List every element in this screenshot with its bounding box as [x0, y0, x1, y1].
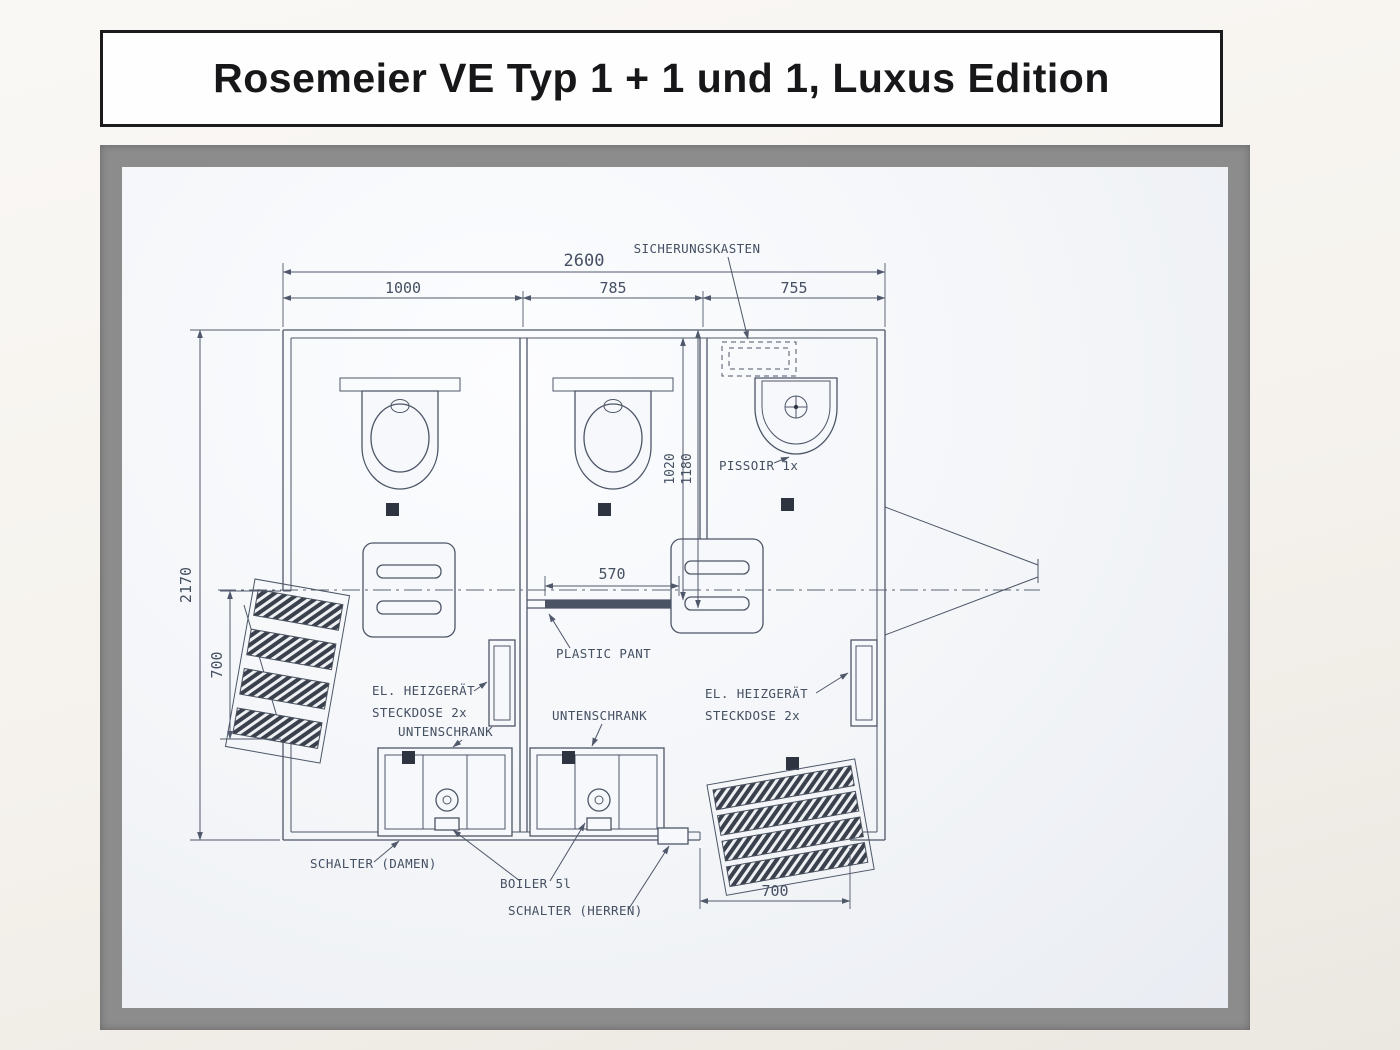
dim-total-depth: 2170: [177, 567, 195, 603]
drawing-frame: 2600 1000 785 755 2170 700 570 1020: [100, 145, 1250, 1030]
wall-heater-left: [488, 639, 516, 727]
label-fuse-box: SICHERUNGSKASTEN: [634, 241, 761, 256]
entry-steps-bottom: [706, 758, 875, 896]
urinal: [754, 377, 838, 455]
sliding-door-panel: [545, 600, 679, 608]
label-cabinet-mid: UNTENSCHRANK: [552, 708, 647, 723]
dim-room3-width: 755: [780, 279, 807, 297]
label-heater-right-1: EL. HEIZGERÄT: [705, 686, 808, 701]
toilet-room2: [552, 377, 674, 490]
dim-inner-depth-b: 1180: [680, 453, 695, 484]
label-boiler: BOILER 5l: [500, 876, 571, 891]
drawing-paper: 2600 1000 785 755 2170 700 570 1020: [122, 167, 1228, 1008]
dim-inner-depth-a: 1020: [663, 453, 678, 484]
floor-plan: 2600 1000 785 755 2170 700 570 1020: [177, 241, 1040, 918]
label-switch-ladies: SCHALTER (DAMEN): [310, 856, 437, 871]
dim-left-door: 700: [208, 651, 226, 678]
toilet-room1: [339, 377, 461, 490]
label-switch-men: SCHALTER (HERREN): [508, 903, 643, 918]
entry-threshold: [657, 827, 689, 845]
drawing-title: Rosemeier VE Typ 1 + 1 und 1, Luxus Edit…: [213, 55, 1110, 101]
dim-bottom-door: 700: [761, 882, 788, 900]
label-urinal: PISSOIR 1x: [719, 458, 798, 473]
label-heater-left-1: EL. HEIZGERÄT: [372, 683, 475, 698]
dim-room1-width: 1000: [385, 279, 421, 297]
dim-total-width: 2600: [564, 251, 605, 271]
label-heater-left-2: STECKDOSE 2x: [372, 705, 467, 720]
fuse-box: [721, 341, 797, 377]
wall-heater-right: [850, 639, 878, 727]
cabinet-room1: [377, 747, 513, 837]
cabinet-room2: [529, 747, 665, 837]
trailer-drawbar: [884, 506, 1039, 636]
socket-markers: [386, 498, 799, 770]
title-box: Rosemeier VE Typ 1 + 1 und 1, Luxus Edit…: [100, 30, 1223, 127]
radiator-fixture-right: [670, 538, 764, 634]
entry-steps-left: [224, 578, 351, 764]
label-cabinet-left: UNTENSCHRANK: [398, 724, 493, 739]
annotations: SICHERUNGSKASTEN PISSOIR 1x EL. HEIZGERÄ…: [310, 241, 849, 918]
dimensions: 2600 1000 785 755 2170 700 570 1020: [177, 251, 886, 909]
dim-inner-door: 570: [598, 565, 625, 583]
dim-room2-width: 785: [599, 279, 626, 297]
label-heater-right-2: STECKDOSE 2x: [705, 708, 800, 723]
label-plastic-panel: PLASTIC PANT: [556, 646, 651, 661]
